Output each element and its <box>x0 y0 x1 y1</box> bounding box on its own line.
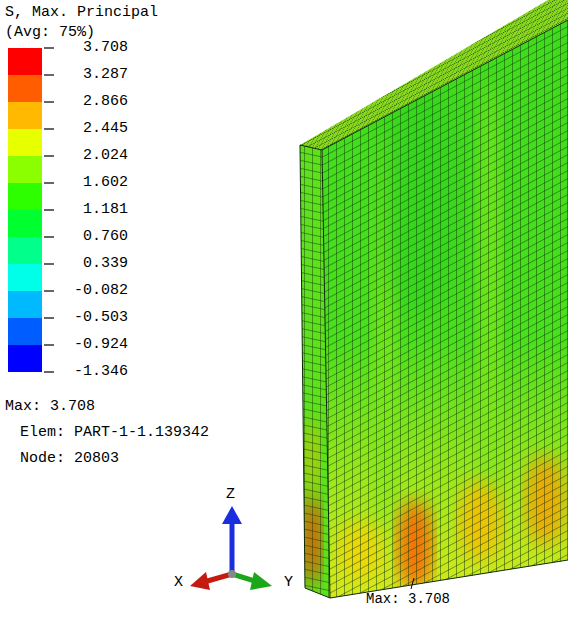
axis-label: Z <box>226 486 235 504</box>
axis-label: X <box>174 574 183 592</box>
max-marker: Max: 3.708 <box>366 590 450 608</box>
contour-value: -0.503 <box>56 309 128 327</box>
contour-value: -0.924 <box>56 336 128 354</box>
contour-value: -0.082 <box>56 282 128 300</box>
contour-swatch <box>8 345 42 372</box>
contour-value: 0.760 <box>56 228 128 246</box>
contour-swatch <box>8 318 42 345</box>
contour-value: 2.866 <box>56 93 128 111</box>
contour-value: 1.602 <box>56 174 128 192</box>
contour-value: 3.287 <box>56 66 128 84</box>
contour-swatch <box>8 102 42 129</box>
contour-value: 2.024 <box>56 147 128 165</box>
element-id: Elem: PART-1-1.139342 <box>20 424 209 442</box>
axis-label: Y <box>284 574 293 592</box>
contour-value: 2.445 <box>56 120 128 138</box>
contour-value: -1.346 <box>56 363 128 381</box>
contour-swatch <box>8 183 42 210</box>
contour-swatch <box>8 264 42 291</box>
contour-swatch <box>8 129 42 156</box>
contour-swatch <box>8 291 42 318</box>
max-value: Max: 3.708 <box>5 398 95 416</box>
contour-swatch <box>8 237 42 264</box>
node-id: Node: 20803 <box>20 450 119 468</box>
averaging-note: (Avg: 75%) <box>5 24 95 42</box>
contour-value: 1.181 <box>56 201 128 219</box>
legend-title: S, Max. Principal <box>5 4 158 22</box>
contour-swatch <box>8 75 42 102</box>
contour-swatch <box>8 156 42 183</box>
contour-swatch <box>8 48 42 75</box>
contour-value: 3.708 <box>56 39 128 57</box>
contour-value: 0.339 <box>56 255 128 273</box>
contour-swatch <box>8 210 42 237</box>
